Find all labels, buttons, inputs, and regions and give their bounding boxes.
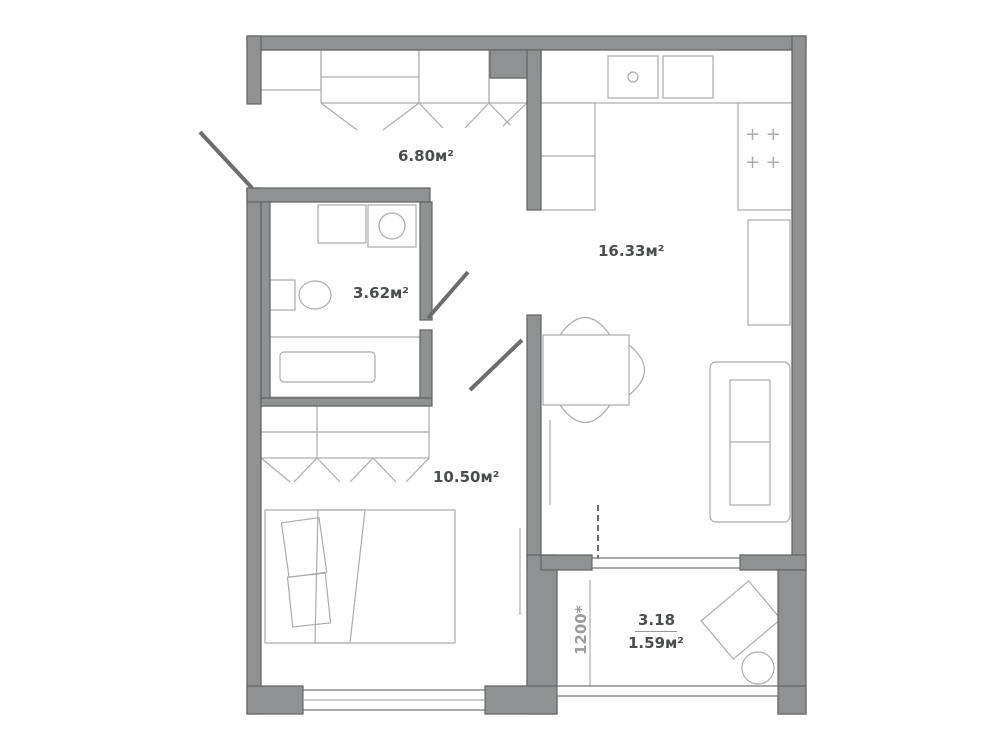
balcony-area-label: 1.59м² — [628, 634, 684, 652]
kitchen-units: + + + + — [540, 49, 793, 326]
hallway-area-label: 6.80м² — [398, 147, 454, 165]
bathroom-fixtures — [269, 204, 421, 398]
windows — [302, 557, 779, 711]
balcony-furniture — [589, 580, 782, 686]
bedroom-area-label: 10.50м² — [433, 468, 500, 486]
dining-set — [542, 317, 645, 423]
kitchen-living-area-label: 16.33м² — [598, 242, 665, 260]
svg-text:+ +: + + — [745, 152, 781, 173]
balcony-fraction-line — [635, 631, 677, 632]
sofa — [709, 361, 791, 523]
balcony-full-area-label: 3.18 — [638, 611, 676, 629]
bathroom-area-label: 3.62м² — [353, 284, 409, 302]
hallway-wardrobes — [260, 49, 528, 131]
railing-height-dimension: 1200* — [572, 605, 590, 655]
bedroom-furniture — [260, 405, 456, 644]
svg-text:+ +: + + — [745, 124, 781, 145]
doors — [198, 130, 599, 615]
walls — [246, 35, 807, 715]
